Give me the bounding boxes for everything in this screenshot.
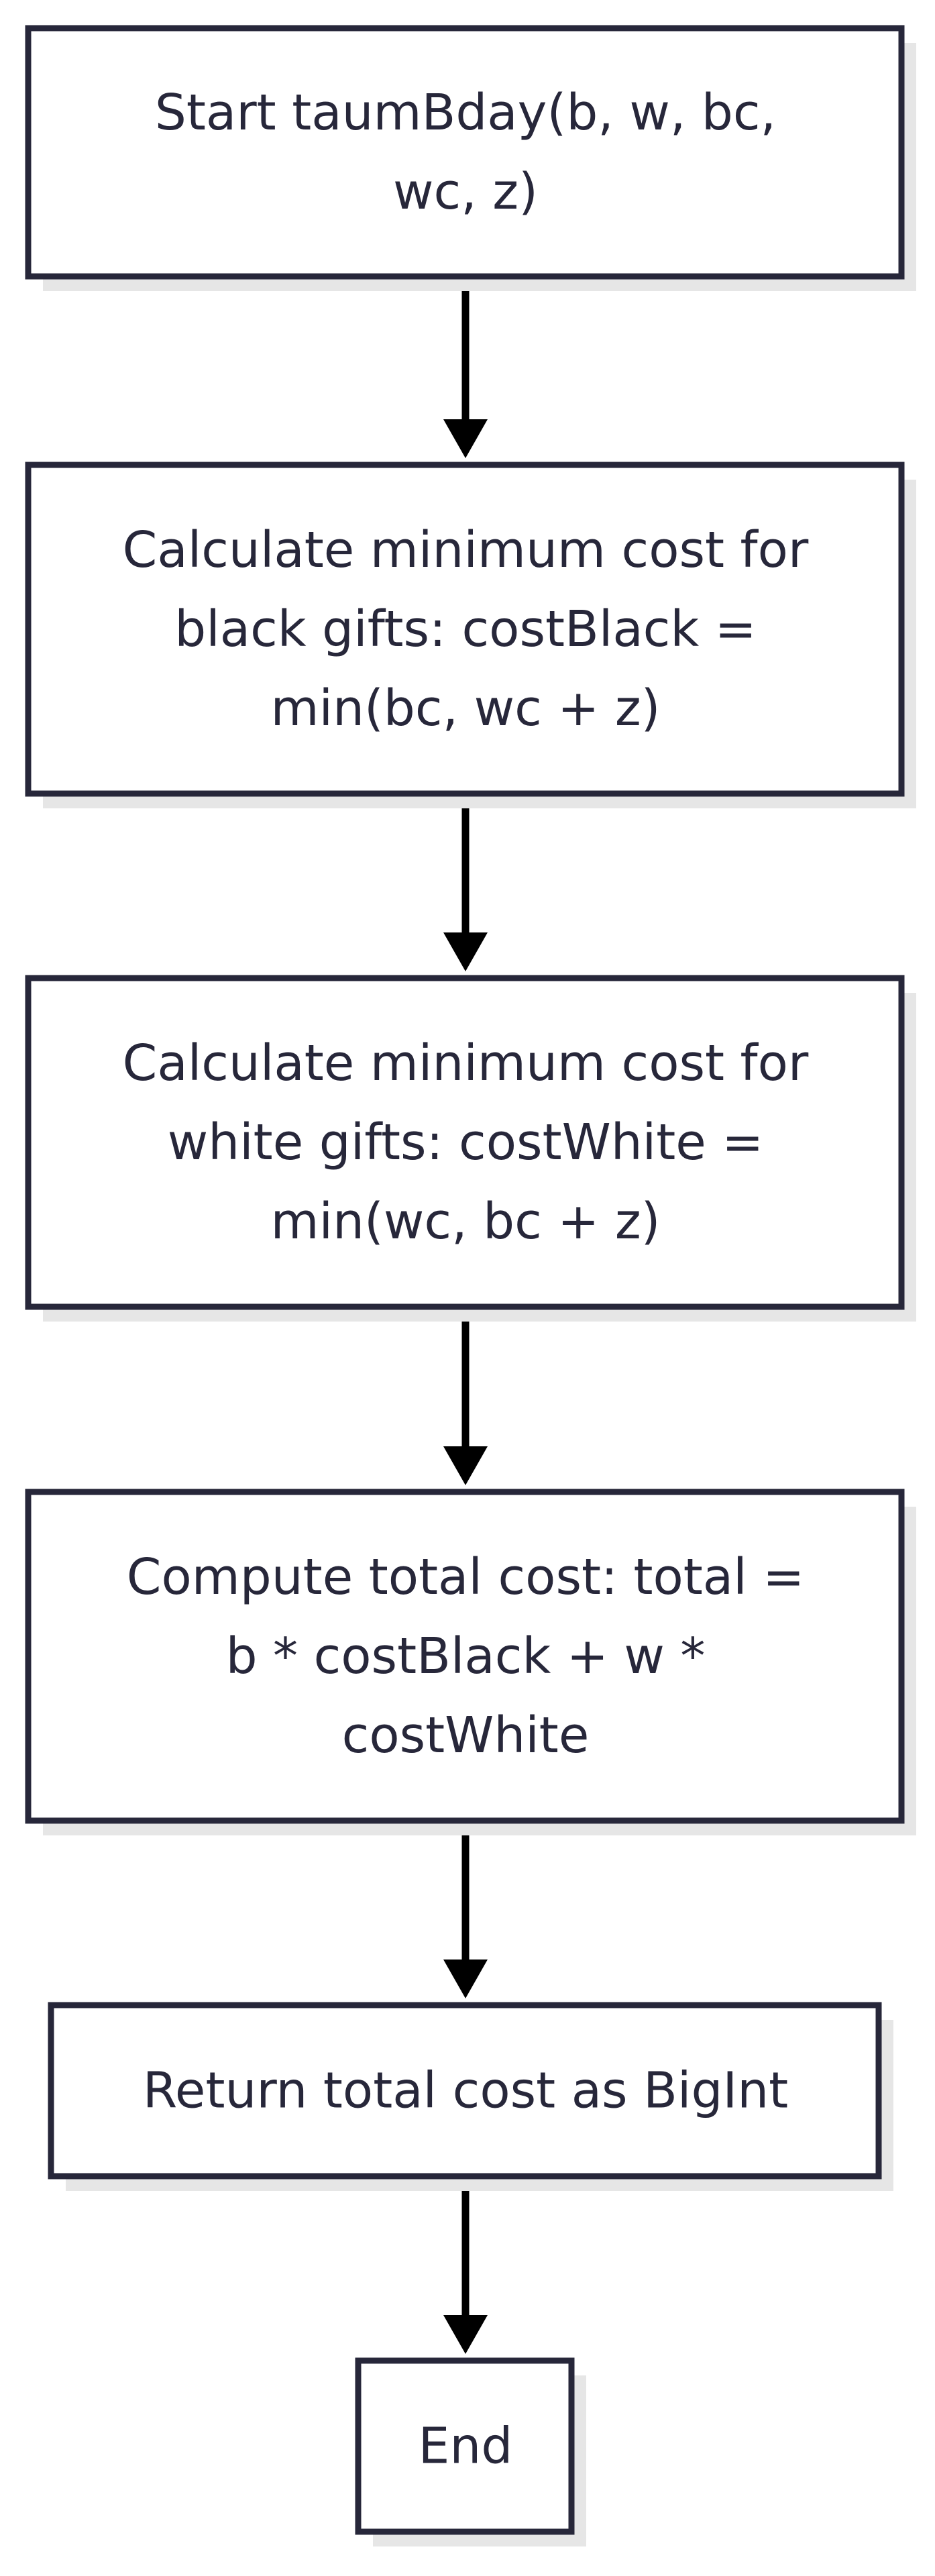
node-label-line: min(bc, wc + z) [270, 680, 660, 737]
edge-start-to-cost-black [443, 279, 488, 458]
node-cost-white: Calculate minimum cost for white gifts: c… [25, 975, 916, 1322]
node-box [25, 462, 905, 797]
node-box [25, 1489, 905, 1824]
node-label-line: Start taumBday(b, w, bc, [155, 84, 776, 142]
arrowhead [443, 419, 488, 458]
arrowhead [443, 2315, 488, 2354]
node-cost-black: Calculate minimum cost for black gifts: c… [25, 462, 916, 808]
node-box [355, 2357, 575, 2535]
node-label-line: Compute total cost: total = [127, 1548, 804, 1606]
node-label-line: Return total cost as BigInt [143, 2062, 788, 2120]
node-label-line: wc, z) [393, 163, 538, 221]
node-label-line: Calculate minimum cost for [123, 521, 809, 579]
arrowhead [443, 1960, 488, 1998]
edges-layer [443, 279, 488, 2354]
node-box [25, 975, 905, 1310]
node-label-line: Calculate minimum cost for [123, 1034, 809, 1092]
node-label-line: b * costBlack + w * [226, 1627, 706, 1685]
node-total: Compute total cost: total = b * costBlack… [25, 1489, 916, 1835]
node-end: End [355, 2357, 586, 2546]
node-start: Start taumBday(b, w, bc, wc, z) [25, 25, 916, 291]
edge-total-to-return [443, 1823, 488, 1998]
edge-cost-white-to-total [443, 1309, 488, 1485]
arrowhead [443, 1446, 488, 1485]
node-return: Return total cost as BigInt [48, 2002, 893, 2191]
edge-cost-black-to-cost-white [443, 796, 488, 971]
edge-return-to-end [443, 2179, 488, 2354]
node-label-line: white gifts: costWhite = [168, 1114, 764, 1171]
node-label-line: min(wc, bc + z) [270, 1193, 660, 1250]
node-label-line: costWhite [342, 1707, 590, 1764]
node-label-line: End [419, 2418, 513, 2475]
node-box [25, 25, 905, 280]
arrowhead [443, 932, 488, 971]
nodes-layer: Start taumBday(b, w, bc, wc, z) Calculate … [25, 25, 916, 2546]
node-box [48, 2002, 882, 2180]
node-label-line: black gifts: costBlack = [174, 600, 757, 658]
